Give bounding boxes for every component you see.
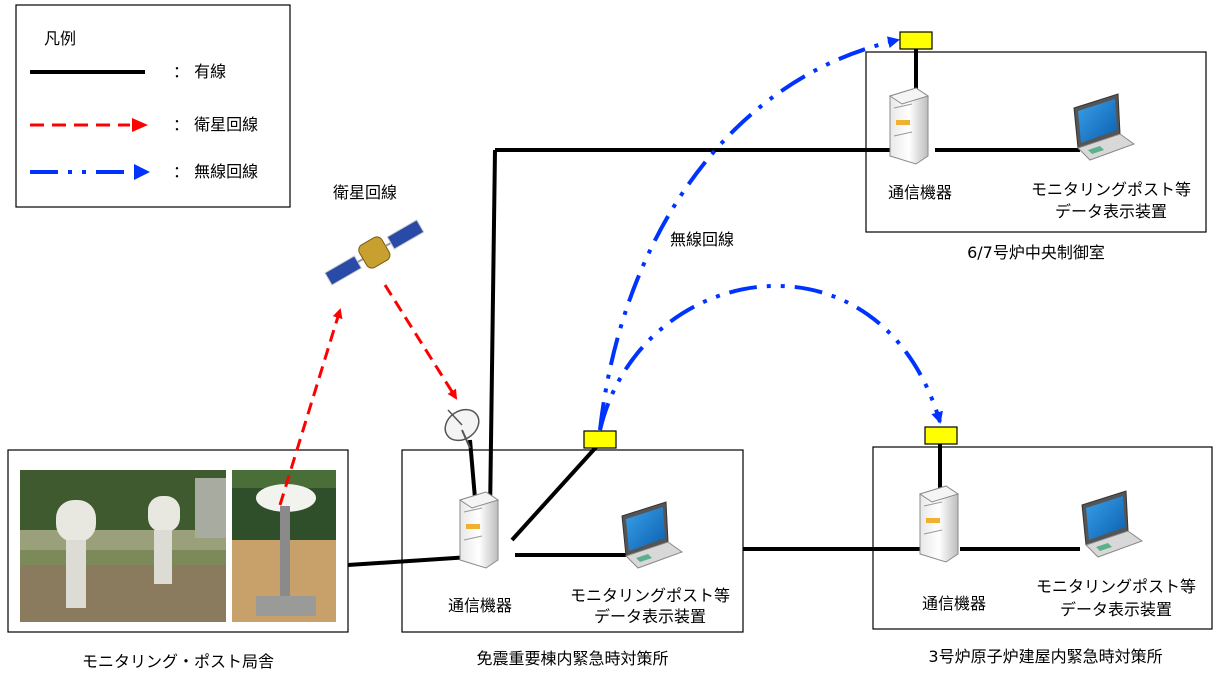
legend-satellite-arrow: [132, 118, 148, 132]
antenna-unit3: [924, 426, 958, 445]
satellite-uplink: [278, 308, 343, 506]
server-icon-control-room: [889, 87, 929, 165]
unit3-caption: 3号炉原子炉建屋内緊急時対策所: [928, 647, 1163, 666]
legend-wireless-label: ： 無線回線: [173, 162, 259, 181]
wireless-link-unit3: [598, 283, 943, 431]
control-room-caption: 6/7号炉中央制御室: [967, 243, 1105, 262]
monitoring-post-caption: モニタリング・ポスト局舎: [81, 652, 274, 671]
unit3-display-label-2: データ表示装置: [1059, 600, 1172, 619]
control-room-display-label-1: モニタリングポスト等: [1030, 180, 1191, 199]
seismic-center-display-label-2: データ表示装置: [593, 607, 706, 626]
seismic-center-box: [401, 449, 744, 633]
satellite-dish-icon: [444, 408, 480, 449]
wireless-link-label: 無線回線: [670, 230, 735, 249]
legend-wireless-arrow: [134, 164, 150, 180]
seismic-center-display-label-1: モニタリングポスト等: [569, 586, 730, 605]
unit3-device-label: 通信機器: [922, 594, 987, 613]
legend-title: 凡例: [44, 29, 77, 48]
antenna-control-room: [899, 31, 933, 50]
legend-wired-label: ： 有線: [173, 62, 227, 81]
satellite-dish-photo: [232, 470, 336, 622]
server-icon-unit3: [919, 485, 959, 563]
satellite-downlink: [383, 284, 458, 400]
monitoring-post-photo: [20, 470, 226, 622]
unit3-display-label-1: モニタリングポスト等: [1035, 577, 1196, 596]
legend-box: [15, 4, 291, 208]
seismic-center-device-label: 通信機器: [448, 596, 513, 615]
antenna-seismic-center: [583, 430, 617, 449]
control-room-device-label: 通信機器: [888, 183, 953, 202]
legend-satellite-label: ： 衛星回線: [173, 115, 259, 134]
seismic-center-caption: 免震重要棟内緊急時対策所: [476, 649, 669, 668]
server-icon-seismic: [459, 491, 499, 569]
control-room-display-label-2: データ表示装置: [1054, 202, 1167, 221]
satellite-link-label: 衛星回線: [333, 183, 398, 202]
wireless-link-control-room: [598, 36, 900, 431]
satellite-icon: [324, 219, 425, 286]
